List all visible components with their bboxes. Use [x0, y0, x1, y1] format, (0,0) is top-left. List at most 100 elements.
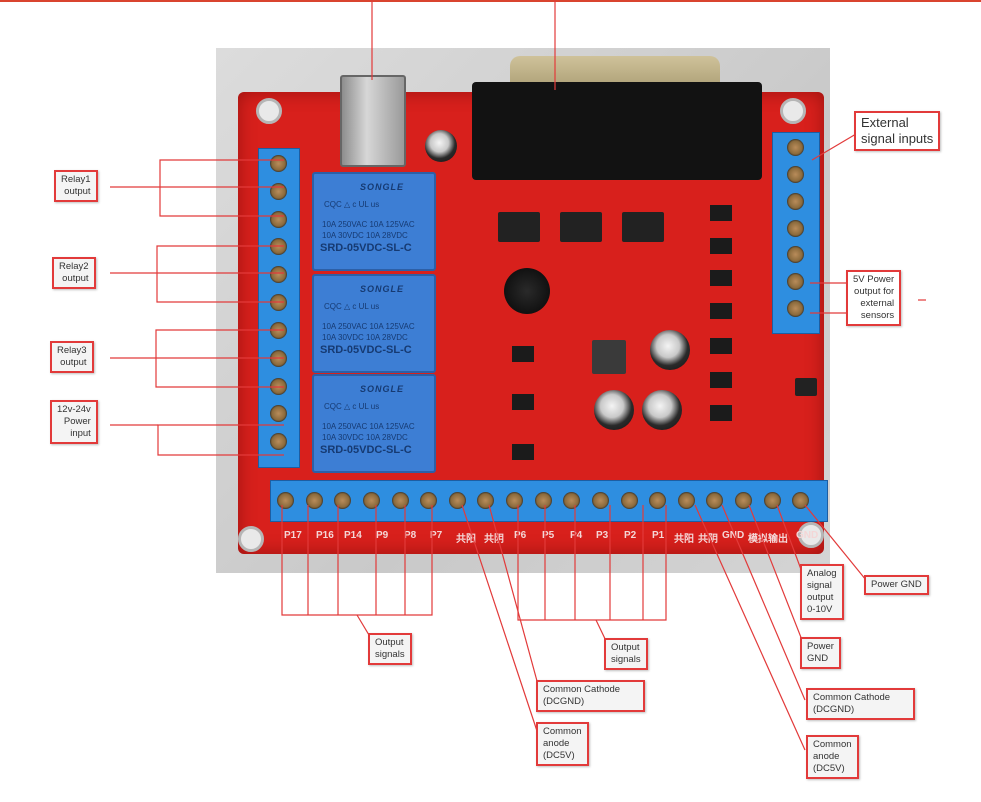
terminal-screw — [787, 273, 804, 291]
terminal-screw — [677, 492, 695, 509]
pin-label: P3 — [596, 530, 609, 541]
terminal-screw — [391, 492, 409, 509]
ic-chip — [560, 212, 602, 242]
terminal-screw — [477, 492, 495, 509]
relay-brand: SONGLE — [360, 384, 405, 394]
pin-label: P1 — [652, 530, 665, 541]
callout-relay1-output: Relay1 output — [54, 170, 98, 202]
callout-line: 5V Power — [853, 274, 895, 285]
ic-chip — [498, 212, 540, 242]
callout-line: (DC5V) — [813, 763, 845, 774]
callout-common-anode-right: Common anode (DC5V) — [806, 735, 859, 779]
optocoupler — [710, 338, 732, 354]
capacitor — [425, 130, 457, 162]
callout-line: Common Cathode — [543, 684, 621, 695]
relay-2: SONGLE CQC △ c UL us 10A 250VAC 10A 125V… — [312, 274, 436, 373]
mounting-hole — [798, 522, 824, 548]
voltage-regulator — [592, 340, 626, 374]
pin-label: P14 — [344, 530, 362, 541]
pin-label: 共阴 — [698, 534, 718, 545]
relay-rating: 10A 30VDC 10A 28VDC — [322, 333, 408, 342]
callout-5v-sensor-power: 5V Power output for external sensors — [846, 270, 902, 326]
buzzer — [504, 268, 550, 314]
callout-line: Power GND — [871, 579, 922, 590]
optocoupler — [710, 205, 732, 221]
terminal-screw — [362, 492, 380, 509]
callout-line: Common — [813, 739, 852, 750]
optocoupler — [710, 372, 732, 388]
pin-label: GND — [722, 530, 745, 541]
callout-power-gnd-right: Power GND — [864, 575, 929, 595]
leader-line — [157, 424, 284, 456]
terminal-screw — [787, 246, 804, 264]
terminal-screw — [787, 165, 804, 183]
terminal-screw — [270, 405, 287, 423]
pin-label: P9 — [376, 530, 389, 541]
optocoupler — [710, 238, 732, 254]
relay-brand: SONGLE — [360, 182, 405, 192]
pin-label: P8 — [404, 530, 417, 541]
terminal-screw — [270, 266, 287, 284]
ic-chip — [795, 378, 817, 396]
terminal-screw — [763, 492, 781, 509]
relay-certs: CQC △ c UL us — [324, 402, 380, 411]
callout-line: signal — [807, 580, 832, 591]
callout-line: output for — [854, 286, 895, 297]
right-terminal-block — [772, 132, 820, 334]
relay-rating: 10A 30VDC 10A 28VDC — [322, 231, 408, 240]
callout-line: External — [861, 115, 909, 130]
callout-output-signals-right: Output signals — [604, 638, 648, 670]
usb-connector — [340, 75, 406, 167]
callout-power-gnd: Power GND — [800, 637, 841, 669]
leader-line — [517, 505, 667, 621]
bottom-terminal-block — [270, 480, 828, 522]
callout-line: anode — [543, 738, 570, 749]
leader-line — [721, 504, 806, 701]
optocoupler — [512, 444, 534, 460]
pin-label: P7 — [430, 530, 443, 541]
callout-line: (DC5V) — [543, 750, 575, 761]
terminal-screw — [270, 377, 287, 395]
terminal-screw — [735, 492, 753, 509]
callout-common-cathode-left: Common Cathode (DCGND) — [536, 680, 645, 712]
mounting-hole — [256, 98, 282, 124]
callout-line: input — [70, 428, 91, 439]
leader-line — [281, 505, 433, 616]
leader-line — [694, 504, 806, 751]
callout-line: Power — [807, 641, 834, 652]
optocoupler — [710, 405, 732, 421]
pin-label: 共阳 — [674, 534, 694, 545]
pin-label: P16 — [316, 530, 334, 541]
mounting-hole — [780, 98, 806, 124]
callout-line: anode — [813, 751, 840, 762]
terminal-screw — [591, 492, 609, 509]
callout-analog-output: Analog signal output 0-10V — [800, 564, 844, 620]
callout-line: signal inputs — [861, 131, 934, 146]
leader-line — [776, 504, 803, 573]
callout-output-signals-left: Output signals — [368, 633, 412, 665]
relay-3: SONGLE CQC △ c UL us 10A 250VAC 10A 125V… — [312, 374, 436, 473]
callout-line: Common — [543, 726, 582, 737]
terminal-screw — [787, 139, 804, 156]
terminal-screw — [506, 492, 524, 509]
db25-parallel-connector — [472, 82, 762, 180]
left-terminal-block — [258, 148, 300, 468]
callout-line: Relay1 — [61, 174, 91, 185]
capacitor — [650, 330, 690, 370]
optocoupler — [710, 303, 732, 319]
capacitor — [594, 390, 634, 430]
terminal-screw — [270, 210, 287, 228]
terminal-screw — [305, 492, 323, 509]
terminal-screw — [277, 492, 294, 509]
callout-common-anode-left: Common anode (DC5V) — [536, 722, 589, 766]
callout-line: output — [60, 357, 87, 368]
callout-line: Relay3 — [57, 345, 87, 356]
terminal-screw — [649, 492, 667, 509]
callout-line: Analog — [807, 568, 837, 579]
relay-model: SRD-05VDC-SL-C — [320, 444, 412, 456]
leader-line — [748, 504, 803, 641]
capacitor — [642, 390, 682, 430]
pin-label: 模拟输出 — [748, 534, 788, 545]
terminal-screw — [270, 155, 287, 172]
relay-rating: 10A 30VDC 10A 28VDC — [322, 433, 408, 442]
